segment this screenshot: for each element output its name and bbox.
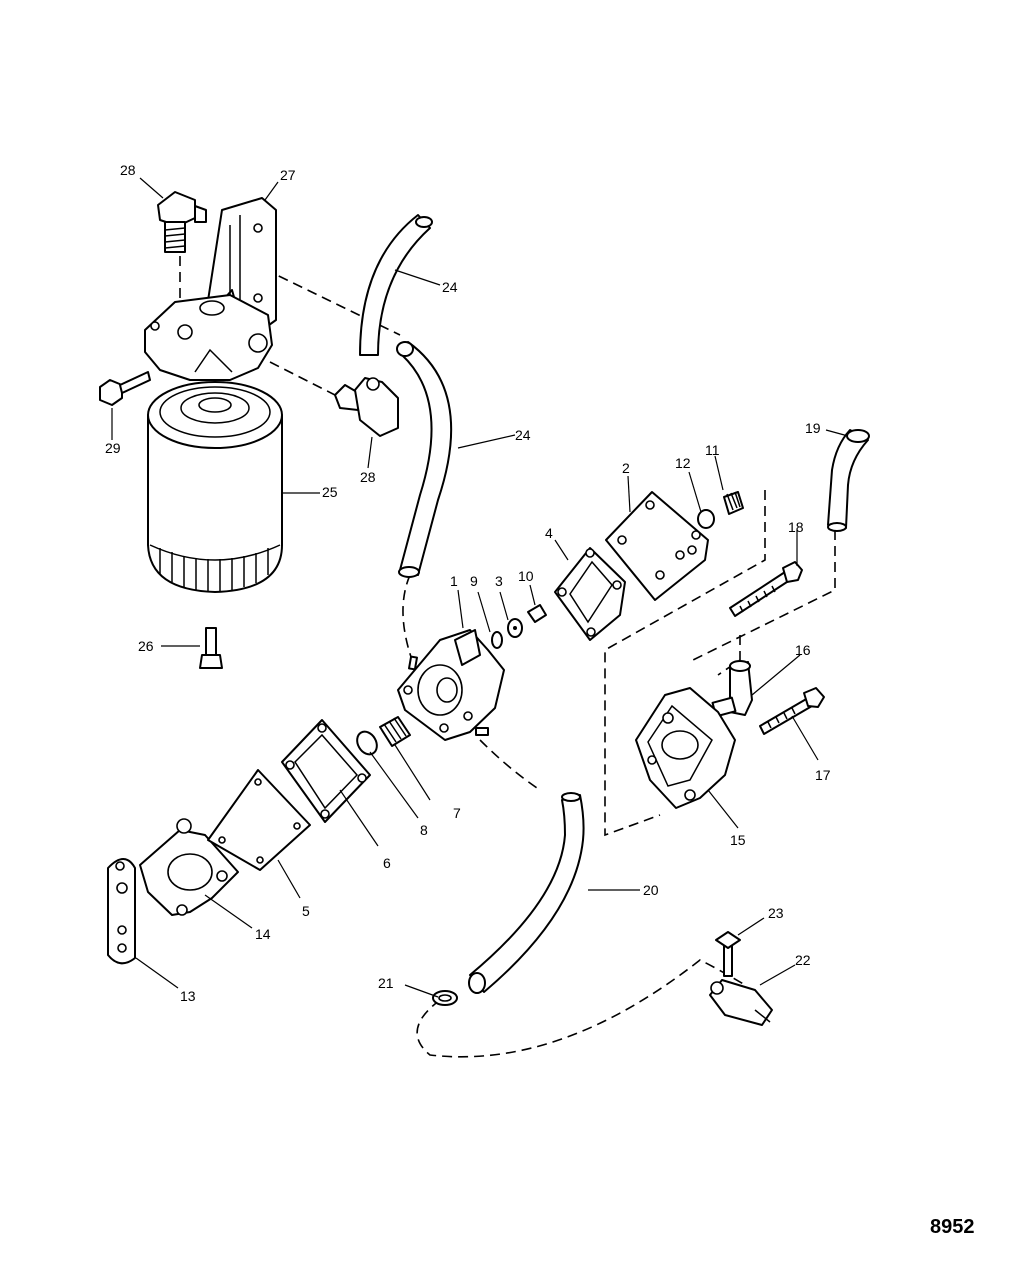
gasket-4 [554, 547, 626, 641]
screw-23 [715, 931, 741, 977]
label-28-upper: 28 [120, 162, 136, 178]
gasket-6 [281, 719, 371, 823]
elbow-fitting-16 [711, 660, 753, 718]
label-27: 27 [280, 167, 296, 183]
label-19: 19 [805, 420, 821, 436]
o-ring-8 [356, 730, 378, 756]
label-17: 17 [815, 767, 831, 783]
label-10: 10 [518, 568, 534, 584]
label-16: 16 [795, 642, 811, 658]
label-13: 13 [180, 988, 196, 1004]
label-20: 20 [643, 882, 659, 898]
label-5: 5 [302, 903, 310, 919]
leader-lines [111, 177, 849, 998]
pump-cover-15 [635, 687, 736, 809]
label-4: 4 [545, 525, 553, 541]
label-24-middle: 24 [515, 427, 531, 443]
label-7: 7 [453, 805, 461, 821]
label-12: 12 [675, 455, 691, 471]
fitting-26 [199, 627, 223, 669]
label-22: 22 [795, 952, 811, 968]
gasket-strip-13 [107, 858, 136, 965]
diaphragm-5 [207, 769, 311, 871]
label-15: 15 [730, 832, 746, 848]
part-labels: 28 27 24 29 28 24 25 26 19 11 12 2 18 4 … [105, 162, 831, 1004]
fuel-hose-upper [359, 214, 433, 356]
fitting-22 [709, 979, 773, 1026]
spring-7 [379, 716, 411, 747]
label-11: 11 [705, 442, 720, 458]
label-3: 3 [495, 573, 503, 589]
hose-clamp-21 [432, 990, 458, 1006]
label-1: 1 [450, 573, 458, 589]
washer-9 [491, 631, 503, 649]
fuel-filter-canister [147, 381, 283, 593]
filter-head [144, 294, 273, 381]
screw-18 [729, 561, 803, 617]
elbow-fitting-lower [334, 377, 399, 437]
screw-17 [759, 687, 825, 735]
label-2: 2 [622, 460, 630, 476]
plate-2 [605, 491, 709, 601]
elbow-fitting-upper [157, 191, 207, 253]
label-8: 8 [420, 822, 428, 838]
check-valve-10 [527, 604, 547, 623]
pump-cover-14 [139, 818, 239, 916]
assembly-dash-lines [179, 240, 836, 1058]
label-9: 9 [470, 573, 478, 589]
label-28-lower: 28 [360, 469, 376, 485]
bolt-29 [99, 371, 151, 406]
label-23: 23 [768, 905, 784, 921]
label-24-upper: 24 [442, 279, 458, 295]
washer-3 [507, 618, 523, 638]
fuel-hose-19 [827, 429, 870, 532]
spring-11 [723, 491, 744, 515]
label-29: 29 [105, 440, 121, 456]
cap-12 [697, 509, 715, 529]
fuel-hose-20 [468, 792, 585, 994]
fuel-pump-body [397, 629, 505, 741]
label-21: 21 [378, 975, 394, 991]
label-18: 18 [788, 519, 804, 535]
label-14: 14 [255, 926, 271, 942]
label-25: 25 [322, 484, 338, 500]
label-26: 26 [138, 638, 154, 654]
label-6: 6 [383, 855, 391, 871]
figure-number: 8952 [930, 1216, 975, 1238]
fuel-hose-middle [396, 341, 453, 578]
